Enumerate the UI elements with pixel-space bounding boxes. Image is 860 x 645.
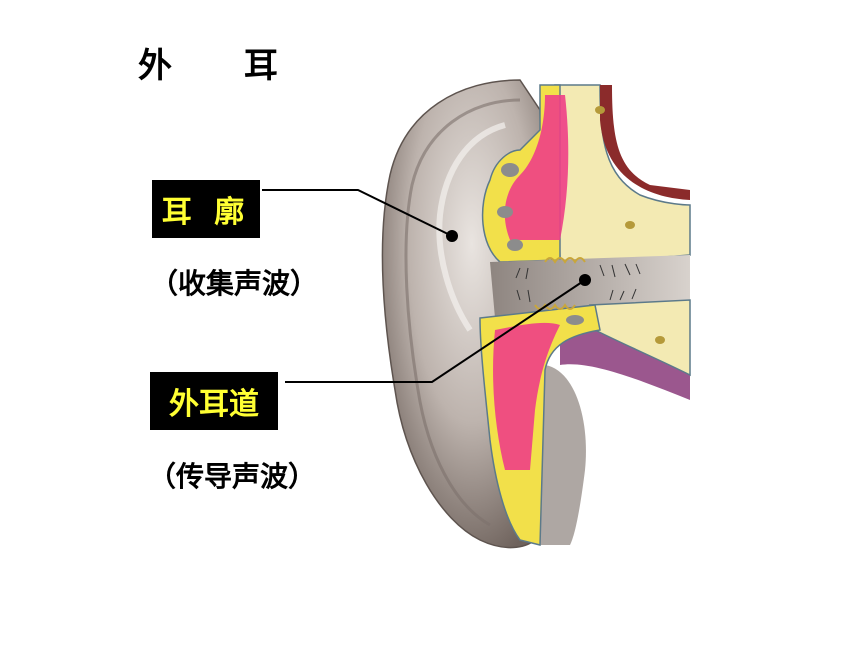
lower-bone (589, 299, 691, 377)
canal-leader-line (285, 279, 586, 383)
bone-mark (625, 221, 635, 229)
ear-canal-function-note: （传导声波） (148, 460, 317, 493)
pinna-leader-line (262, 189, 453, 237)
canal-hairs (515, 263, 641, 303)
lower-tissue (540, 365, 586, 545)
bone-mark (497, 206, 513, 218)
bone-mark (566, 315, 584, 325)
pinna-label: 耳 廓 (152, 180, 260, 238)
antihelix (436, 122, 506, 332)
helix-fold (404, 98, 521, 527)
bone-mark (655, 336, 665, 344)
bone-mark (507, 239, 523, 251)
bone-mark (501, 163, 519, 177)
ear-canal-label: 外耳道 (150, 372, 278, 430)
ceruminous-glands (544, 257, 586, 264)
pinna-function-note: （收集声波） (150, 267, 319, 300)
upper-pink-tissue (504, 95, 569, 240)
page-title: 外 耳 (138, 46, 308, 86)
canal-pointer-dot (579, 274, 591, 286)
bone-mark (595, 106, 605, 114)
pinna-pointer-dot (446, 230, 458, 242)
lower-pink-tissue (493, 322, 560, 470)
upper-dark-strip (600, 85, 690, 200)
